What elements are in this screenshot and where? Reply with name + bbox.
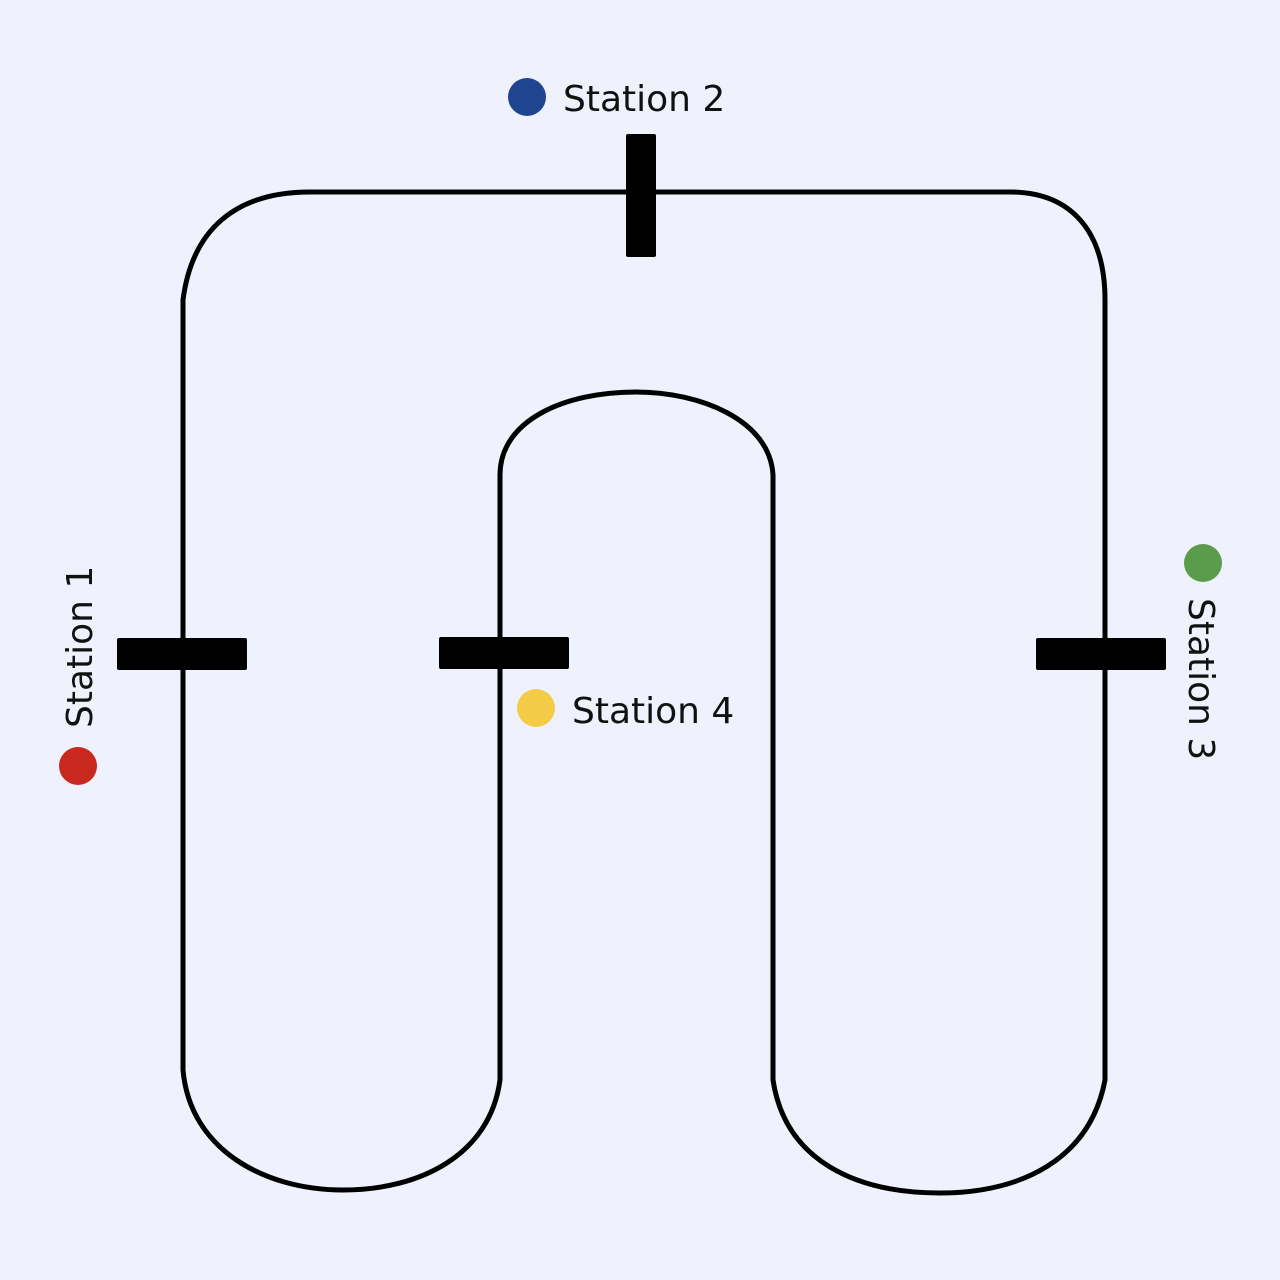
- station-1-dot: [59, 747, 97, 785]
- station-3-label: Station 3: [1180, 598, 1221, 760]
- station-4-label: Station 4: [572, 691, 734, 732]
- station-2-marker: [626, 134, 656, 257]
- station-2-dot: [508, 78, 546, 116]
- station-3-marker: [1036, 638, 1166, 670]
- station-4-marker: [439, 637, 569, 669]
- track-path: [180, 189, 1108, 1196]
- station-4-dot: [517, 689, 555, 727]
- station-1-label: Station 1: [60, 566, 101, 728]
- station-3-dot: [1184, 544, 1222, 582]
- station-2-label: Station 2: [563, 79, 725, 120]
- station-1-marker: [117, 638, 247, 670]
